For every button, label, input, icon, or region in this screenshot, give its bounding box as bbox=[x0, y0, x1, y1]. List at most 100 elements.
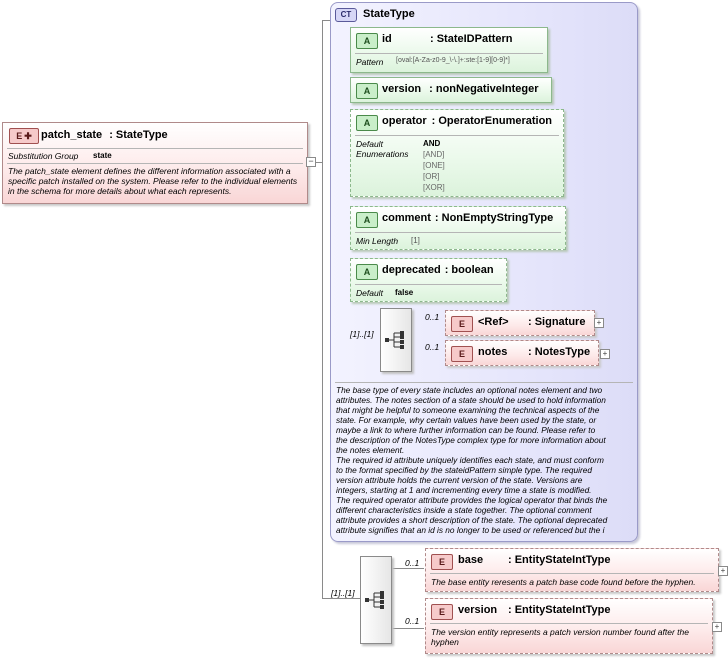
connector-pseq-version bbox=[390, 628, 424, 629]
element-version[interactable]: E version : EntityStateIntType The versi… bbox=[425, 598, 713, 654]
default-label: Default bbox=[356, 288, 383, 298]
element-name: <Ref> bbox=[478, 316, 509, 328]
element-type: : EntityStateIntType bbox=[508, 554, 611, 566]
collapse-icon[interactable]: − bbox=[306, 157, 316, 167]
element-notes[interactable]: E notes : NotesType bbox=[445, 340, 599, 366]
child-cardinality: 0..1 bbox=[405, 558, 420, 568]
description-line: state. For example, why certain values h… bbox=[336, 415, 597, 425]
element-type: : StateType bbox=[109, 129, 168, 141]
description-line: that might be helpful to someone examini… bbox=[336, 405, 600, 415]
enumeration-value: [OR] bbox=[423, 172, 440, 181]
pattern-label: Pattern bbox=[356, 57, 384, 67]
expand-icon[interactable]: + bbox=[594, 318, 604, 328]
attribute-comment[interactable]: A comment: NonEmptyStringType Min Length… bbox=[350, 206, 566, 250]
attribute-name: version bbox=[382, 83, 422, 95]
description-line: attribute provides a short description o… bbox=[336, 515, 608, 525]
divider bbox=[355, 284, 502, 285]
sequence-cardinality: [1]..[1] bbox=[350, 329, 374, 339]
connector-trunk bbox=[322, 20, 323, 598]
attribute-name: operator bbox=[382, 115, 427, 127]
description-line: version attribute holds the current vers… bbox=[336, 475, 583, 485]
expand-icon[interactable]: + bbox=[712, 622, 722, 632]
divider bbox=[355, 135, 559, 136]
attribute-badge-icon: A bbox=[356, 33, 378, 49]
attribute-name: deprecated bbox=[382, 264, 441, 276]
default-value: AND bbox=[423, 139, 441, 148]
description-line: The required id attribute uniquely ident… bbox=[336, 455, 604, 465]
element-badge-icon: E bbox=[431, 604, 453, 620]
enumeration-value: [XOR] bbox=[423, 183, 445, 192]
sequence-compositor-icon bbox=[385, 331, 404, 349]
patch-state-title: patch_state : StateType bbox=[41, 129, 168, 141]
divider bbox=[7, 148, 303, 149]
default-value: false bbox=[395, 288, 414, 297]
connector-to-patch-seq bbox=[322, 598, 360, 599]
attribute-type: : NonEmptyStringType bbox=[434, 212, 554, 224]
description-line: attribute signifies that an id is no lon… bbox=[336, 525, 605, 535]
description-line: different characteristics inside a state… bbox=[336, 505, 592, 515]
divider bbox=[335, 382, 633, 383]
expand-icon[interactable]: + bbox=[600, 349, 610, 359]
enumerations-list: [AND] [ONE] [OR] [XOR] bbox=[423, 149, 445, 193]
sequence-compositor[interactable] bbox=[360, 556, 392, 644]
element-type: : EntityStateIntType bbox=[508, 604, 611, 616]
attribute-badge-icon: A bbox=[356, 115, 378, 131]
patch-state-element[interactable]: E✚ patch_state : StateType Substitution … bbox=[2, 122, 308, 204]
enumerations-label: Enumerations bbox=[356, 149, 409, 159]
attribute-deprecated[interactable]: A deprecated: boolean Default false bbox=[350, 258, 507, 302]
description-line: attributes. The notes section of a state… bbox=[336, 395, 606, 405]
element-description: The version entity represents a patch ve… bbox=[431, 627, 689, 647]
enumeration-value: [ONE] bbox=[423, 161, 445, 170]
attribute-type: : OperatorEnumeration bbox=[431, 115, 553, 127]
element-name: patch_state bbox=[41, 129, 103, 141]
description-line: The required operator attribute provides… bbox=[336, 495, 608, 505]
element-base[interactable]: E base : EntityStateIntType The base ent… bbox=[425, 548, 719, 592]
description-line: integers, starting at 1 and incrementing… bbox=[336, 485, 592, 495]
description-line: the description of the NotesType complex… bbox=[336, 435, 606, 445]
element-name: version bbox=[458, 604, 498, 616]
element-badge-icon: E bbox=[451, 316, 473, 332]
attribute-name: comment bbox=[382, 212, 431, 224]
attribute-version[interactable]: A version : nonNegativeInteger bbox=[350, 77, 552, 103]
attribute-badge-icon: A bbox=[356, 212, 378, 228]
divider bbox=[430, 623, 708, 624]
element-badge-icon: E bbox=[431, 554, 453, 570]
element-badge-icon: E✚ bbox=[9, 128, 39, 144]
complex-type-badge-icon: CT bbox=[335, 8, 357, 22]
expand-icon[interactable]: + bbox=[718, 566, 728, 576]
pattern-value: [oval:[A-Za-z0-9_\-\.]+:ste:[1-9][0-9]*] bbox=[396, 57, 510, 64]
attribute-badge-icon: A bbox=[356, 83, 378, 99]
attribute-type: : boolean bbox=[444, 264, 494, 276]
divider bbox=[7, 163, 303, 164]
sequence-compositor-icon bbox=[365, 591, 384, 609]
default-label: Default bbox=[356, 139, 383, 149]
description-line: The base type of every state includes an… bbox=[336, 385, 603, 395]
substitution-group-label: Substitution Group bbox=[8, 151, 79, 161]
complex-type-name: StateType bbox=[363, 8, 415, 20]
divider bbox=[430, 573, 714, 574]
element-ref-signature[interactable]: E <Ref> : Signature bbox=[445, 310, 595, 336]
description-line: the notes element. bbox=[336, 445, 405, 455]
attribute-operator[interactable]: A operator: OperatorEnumeration Default … bbox=[350, 109, 564, 197]
element-description: The patch_state element defines the diff… bbox=[8, 166, 298, 196]
element-description: The base entity reresents a patch base c… bbox=[431, 577, 696, 587]
divider bbox=[355, 53, 543, 54]
element-type: : NotesType bbox=[528, 346, 591, 358]
sequence-compositor[interactable] bbox=[380, 308, 412, 372]
min-length-label: Min Length bbox=[356, 236, 399, 246]
complex-type-description: The base type of every state includes an… bbox=[336, 385, 634, 539]
sequence-cardinality: [1]..[1] bbox=[331, 588, 355, 598]
element-name: notes bbox=[478, 346, 508, 358]
child-cardinality: 0..1 bbox=[425, 342, 440, 352]
connector-pseq-base bbox=[390, 568, 424, 569]
attribute-type: : nonNegativeInteger bbox=[429, 83, 539, 95]
divider bbox=[355, 232, 561, 233]
attribute-type: : StateIDPattern bbox=[430, 33, 513, 45]
element-name: base bbox=[458, 554, 484, 566]
child-cardinality: 0..1 bbox=[425, 312, 440, 322]
description-line: maybe a link to where further informatio… bbox=[336, 425, 596, 435]
element-type: : Signature bbox=[528, 316, 586, 328]
connector-to-ct bbox=[322, 20, 330, 21]
attribute-id[interactable]: A id: StateIDPattern Pattern [oval:[A-Za… bbox=[350, 27, 548, 73]
attribute-badge-icon: A bbox=[356, 264, 378, 280]
